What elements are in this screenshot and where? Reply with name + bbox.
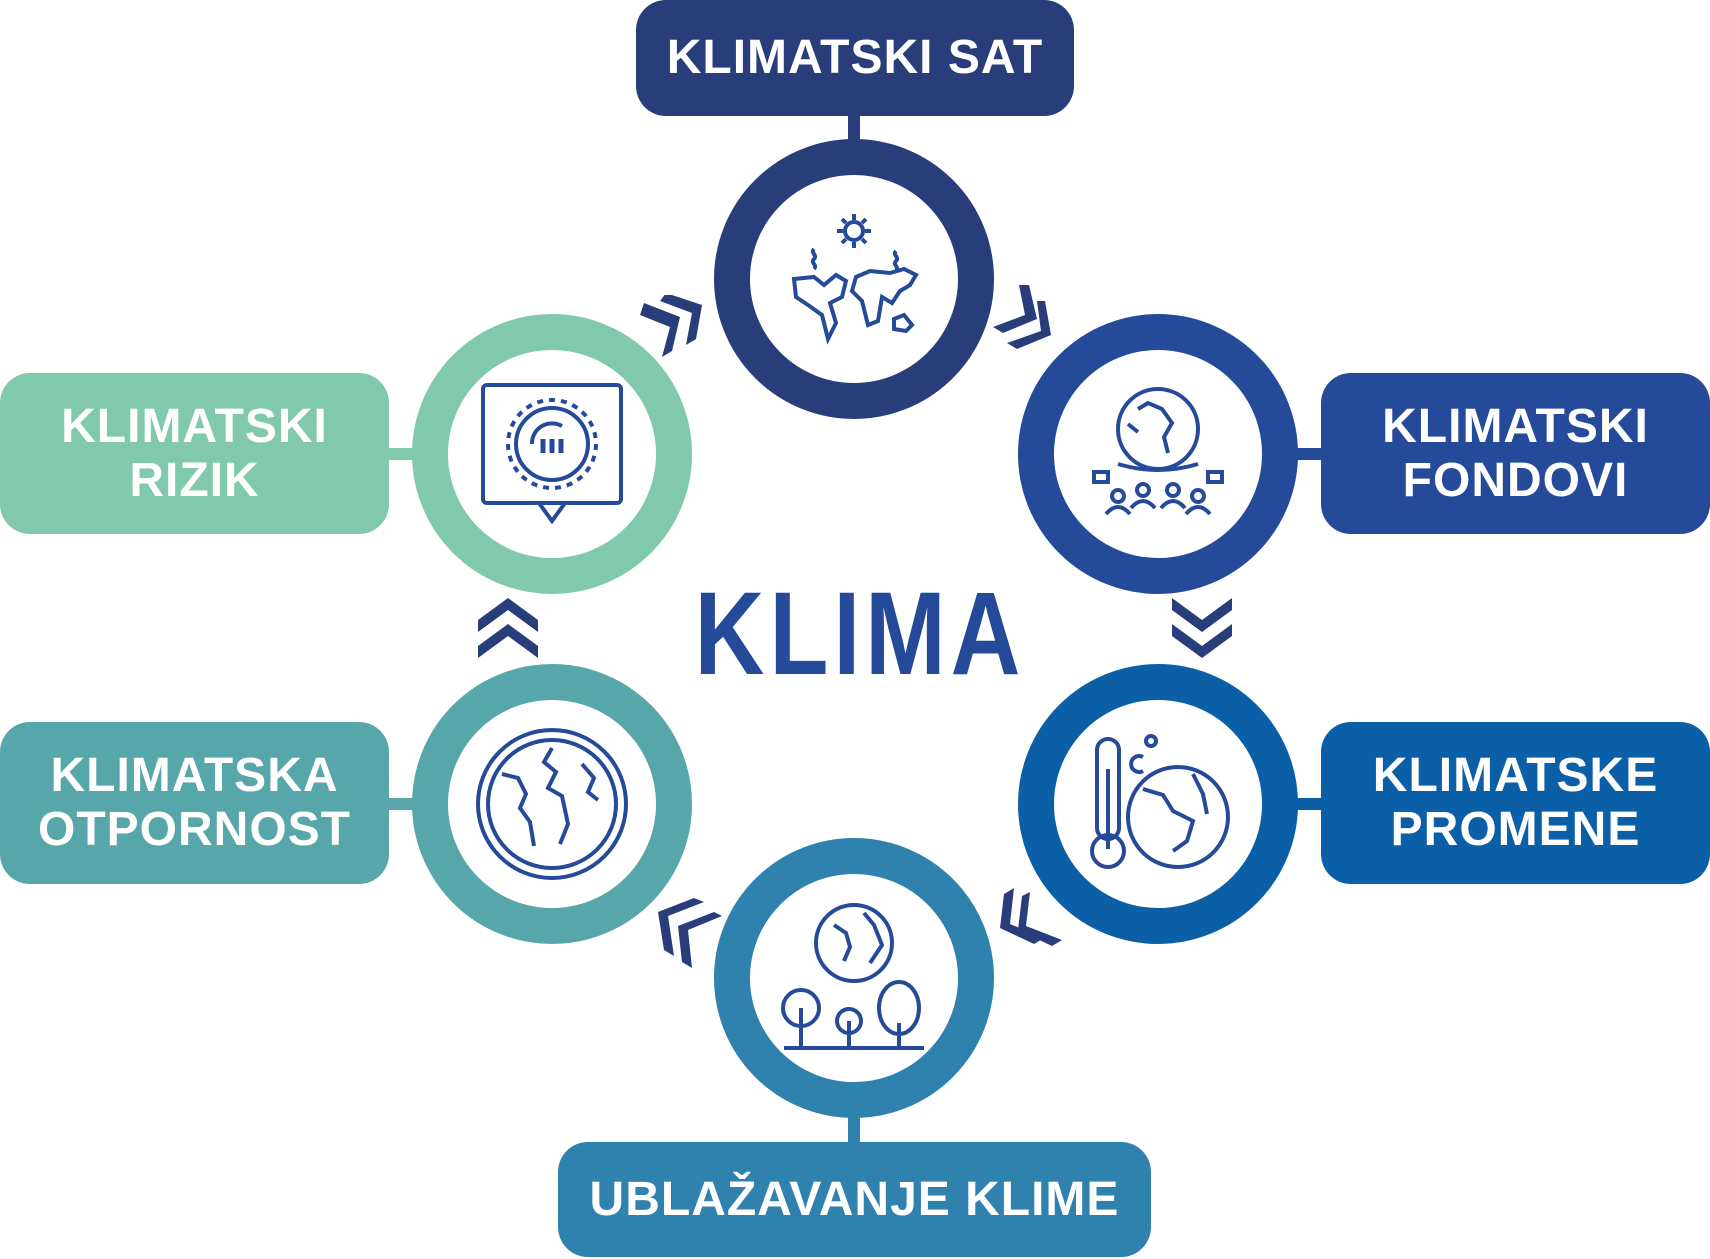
chevron-arrow-icon (658, 898, 722, 968)
label-line: KLIMATSKE (1372, 749, 1659, 802)
label-line: PROMENE (1390, 803, 1641, 856)
globe-shield-icon (476, 728, 628, 880)
connector-promene (1296, 798, 1326, 810)
chevron-arrow-icon (640, 295, 702, 357)
globe-trees-icon (781, 903, 924, 1050)
label-line: KLIMATSKI (1382, 399, 1649, 453)
node-label-klimatski-sat: KLIMATSKI SAT (636, 0, 1074, 116)
label-text: UBLAŽAVANJE KLIME (589, 1172, 1120, 1226)
world-map-heat-icon (791, 214, 919, 345)
node-label-ublazavanje-klime: UBLAŽAVANJE KLIME (558, 1142, 1151, 1257)
label-line: RIZIK (129, 453, 260, 507)
label-text: KLIMATSKI SAT (666, 31, 1044, 84)
label-line: FONDOVI (1402, 453, 1629, 507)
chevron-arrow-icon (993, 285, 1051, 349)
sun-warning-icon (481, 383, 623, 525)
center-title: KLIMA (694, 568, 1026, 700)
node-circle-klimatska-otpornost (412, 664, 692, 944)
connector-top (848, 116, 860, 146)
node-circle-klimatski-sat (714, 139, 994, 419)
node-circle-klimatski-fondovi (1018, 314, 1298, 594)
node-circle-ublazavanje-klime (714, 838, 994, 1118)
label-line: KLIMATSKI (61, 399, 328, 453)
connector-rizik (385, 448, 415, 460)
connector-bottom (848, 1112, 860, 1144)
label-line: OTPORNOST (37, 803, 351, 856)
chevron-up-icon (478, 598, 538, 658)
thermometer-globe-icon (1090, 734, 1230, 869)
globe-community-icon (1092, 387, 1224, 516)
chevron-down-icon (1172, 598, 1232, 658)
connector-otpornost (385, 798, 415, 810)
chevron-arrow-icon (1000, 888, 1062, 946)
connector-fondovi (1296, 448, 1326, 460)
label-line: KLIMATSKA (50, 749, 339, 802)
